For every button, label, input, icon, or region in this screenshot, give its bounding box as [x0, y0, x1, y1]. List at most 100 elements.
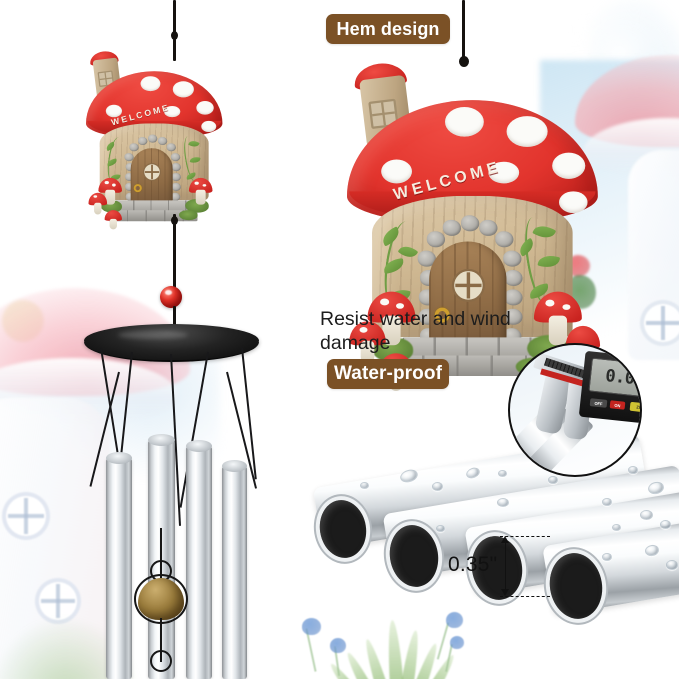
striker-tail-ring [150, 650, 172, 672]
caliper-off-button[interactable]: OFF [589, 398, 608, 408]
roof-dot [105, 104, 122, 118]
mini-mushroom-icon [533, 291, 582, 346]
chime-tube-cap [148, 434, 175, 446]
dimension-bar [505, 538, 506, 594]
water-droplet [602, 553, 612, 561]
chime-tube [186, 446, 212, 679]
water-droplet [640, 510, 653, 520]
feature-line-1: Resist water and wind [320, 308, 511, 330]
arch-stone [125, 172, 135, 182]
house-door [429, 241, 507, 349]
mini-mushroom-icon [349, 321, 386, 364]
arch-stone [479, 219, 498, 236]
roof-dot [552, 152, 586, 179]
water-droplet [602, 498, 612, 506]
house-door [130, 148, 173, 207]
background-mushroom-stem-left [0, 398, 110, 679]
house-step-lower [108, 210, 198, 222]
door-window-icon [143, 163, 162, 182]
hanging-cord-segment [173, 39, 176, 61]
arch-stone [125, 192, 135, 201]
background-grass-center [327, 600, 540, 679]
bead-cord [173, 306, 176, 330]
striker-tail-rod [160, 618, 162, 662]
mini-mushroom-icon [367, 291, 416, 346]
roof-dot [172, 81, 194, 98]
roof-dot [488, 161, 520, 184]
mini-mushroom-icon [188, 177, 213, 205]
mini-mushroom-icon [98, 177, 122, 205]
bead-highlight [165, 290, 172, 295]
water-droplet [628, 466, 638, 474]
background-window-left-icon [35, 578, 81, 624]
red-glass-bead [160, 286, 182, 308]
canopy-highlight [118, 331, 188, 339]
feature-line-2: damage [320, 331, 391, 354]
water-droplet [548, 476, 558, 484]
background-window-right-icon [640, 300, 679, 346]
arch-stone [504, 289, 523, 306]
background-mushroom-gills-right [583, 118, 679, 176]
water-droplet [436, 525, 445, 532]
background-mushroom-cap-right [575, 55, 679, 147]
cord-knot [171, 31, 178, 40]
roof-dot [140, 76, 161, 92]
caliper-on-button[interactable]: ON [609, 400, 626, 410]
arch-stone [124, 153, 134, 162]
arch-stone [461, 215, 480, 232]
hanging-cord-top [173, 0, 176, 34]
arch-stone [504, 270, 523, 286]
water-droplet [660, 520, 671, 529]
roof-dot [506, 116, 548, 147]
arch-stone [170, 192, 181, 201]
water-droplet [612, 524, 621, 531]
dimension-arrow-down [501, 589, 509, 596]
roof-dot [164, 106, 181, 118]
arch-stone [170, 153, 181, 162]
background-window-left-icon [2, 492, 50, 540]
arch-stone [129, 143, 139, 152]
tube-diameter-label: 0.35" [448, 553, 498, 576]
roof-dot [381, 159, 412, 184]
arch-stone [442, 219, 461, 236]
cloud-wash-icon [560, 0, 679, 90]
roof-dot [196, 101, 214, 115]
feature-description: Resist water and wind damage [320, 308, 560, 356]
chime-tube [222, 466, 247, 679]
dimension-line-bottom [500, 596, 550, 597]
badge-hem-design: Hem design [326, 14, 450, 44]
water-droplet [497, 498, 509, 507]
roof-dot [559, 191, 588, 214]
roof-dot [201, 120, 217, 133]
caliper-callout: 0.043 OFF ON ZERO [508, 343, 642, 477]
mini-mushroom-icon [88, 192, 108, 215]
badge-water-proof: Water-proof [327, 359, 449, 389]
moss [179, 210, 198, 221]
arch-stone [138, 137, 148, 146]
mini-mushroom-icon [104, 210, 122, 230]
arch-stone [166, 143, 176, 152]
background-blue-flowers-icon [292, 612, 362, 676]
door-handle-icon [133, 184, 142, 193]
arch-stone [417, 250, 436, 267]
arch-stone [495, 231, 514, 248]
arch-stone [504, 308, 523, 325]
dimension-line-top [500, 536, 550, 537]
arch-stone [171, 172, 181, 182]
background-sun-icon [2, 300, 44, 342]
arch-stone [503, 250, 522, 267]
arch-stone [125, 182, 135, 191]
arch-stone [125, 163, 135, 172]
arch-stone [157, 137, 168, 146]
roof-dot [445, 107, 484, 137]
sky-wash-top-right [590, 0, 679, 140]
water-droplet [666, 560, 678, 570]
water-droplet [432, 482, 443, 491]
chime-tube-cap [106, 452, 132, 464]
water-droplet [498, 470, 507, 477]
chime-tube-cap [222, 460, 247, 472]
striker-rod [160, 528, 162, 578]
door-window-icon [451, 268, 485, 302]
background-mushroom-gills-left [0, 358, 178, 424]
chime-tube-cap [186, 440, 212, 452]
